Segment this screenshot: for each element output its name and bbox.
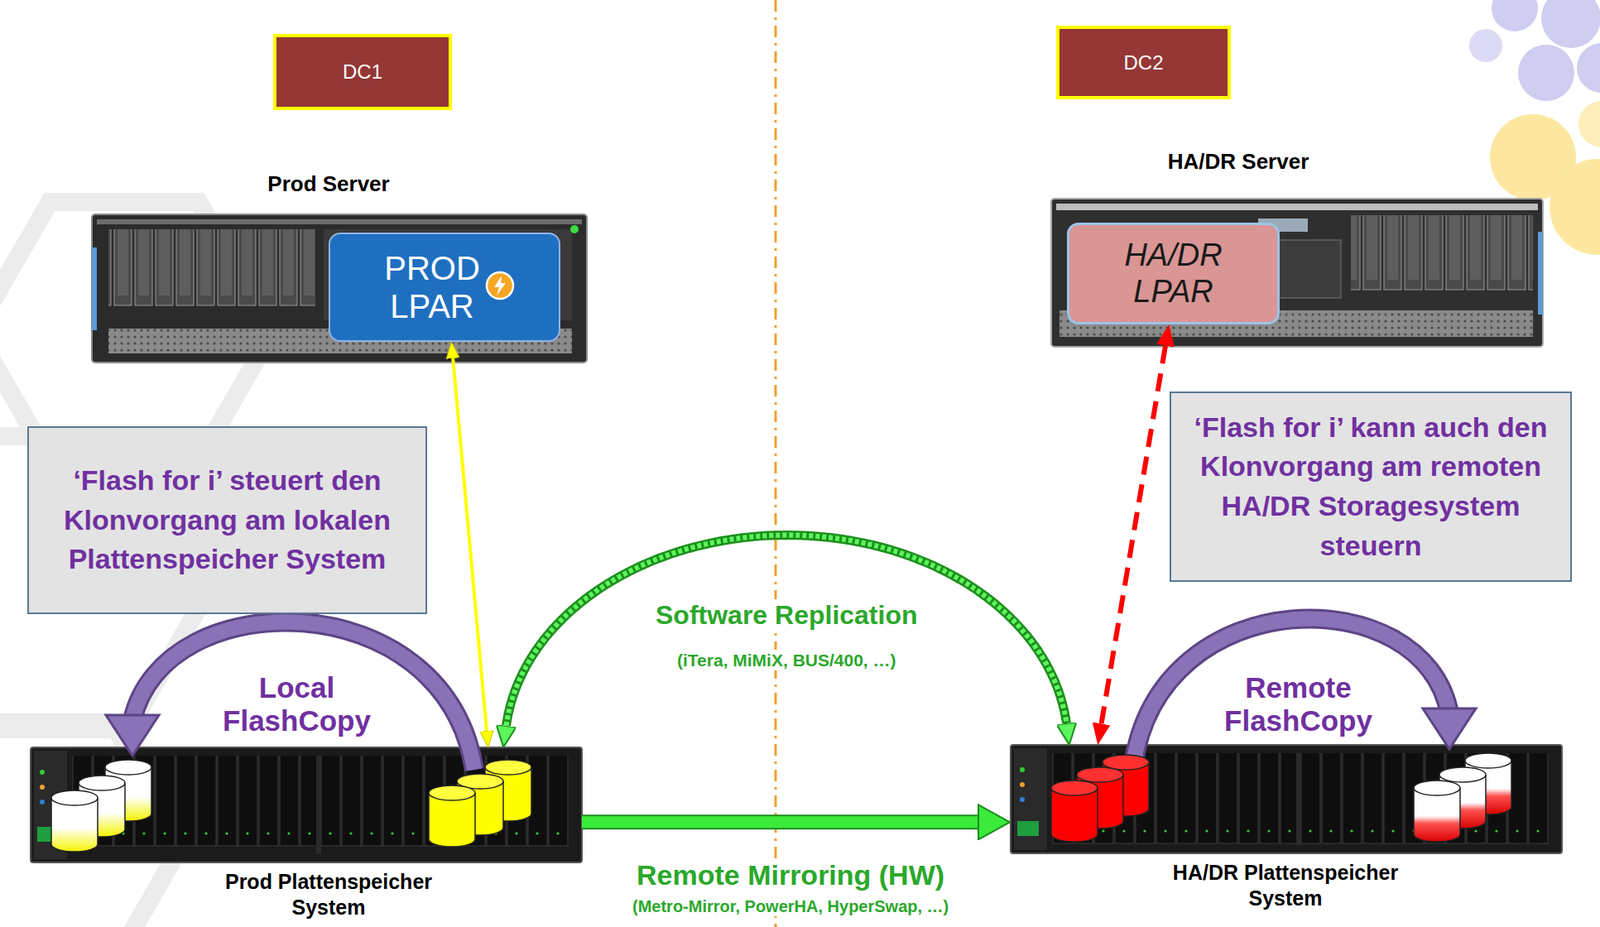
node-heading: Prod Plattenspeicher System [187,869,470,922]
node-heading: HA/DR Server [1167,148,1310,175]
node-text: DC2 [1123,51,1163,75]
arrow-outline [132,621,475,770]
disk [1413,780,1461,842]
node-heading: HA/DR Plattenspeicher System [1144,860,1427,913]
lpar-icon [485,270,515,301]
disk [51,790,98,852]
node-text: ‘Flash for i’ kann auch den Klonvorgang … [1184,408,1557,566]
server-box: HA/DR ServerHA/DR LPAR [1051,198,1543,347]
deco-circle [1576,43,1600,93]
storage-hadr [1010,744,1562,854]
storage-chassis [1010,744,1562,854]
software-replication-arc [506,535,1067,727]
status-led [39,784,45,790]
server-trim [1056,203,1538,211]
disk [1051,780,1098,842]
disks-hadr-copy [1413,753,1512,842]
storage-box: HA/DR Plattenspeicher System [1010,744,1562,854]
deco-circle [1541,0,1600,49]
edge-label: Software Replication [650,599,923,631]
disks-prod [428,759,532,847]
disks-prod-copy [51,759,152,852]
node-text: ‘Flash for i’ steuert den Klonvorgang am… [42,461,413,580]
callout-box: ‘Flash for i’ steuert den Klonvorgang am… [27,426,428,615]
status-led [1019,782,1025,788]
node-heading: Prod Server [267,171,390,197]
storage-prod [30,747,582,863]
storage-panel [1013,748,1048,851]
deco-circle [1518,44,1575,101]
flashcopy-label: Local FlashCopy [206,671,387,739]
lpar-box: HA/DR LPAR [1066,222,1280,325]
local-flashcopy-arrow [105,621,475,770]
status-led [1019,767,1025,773]
callout-box: ‘Flash for i’ kann auch den Klonvorgang … [1169,391,1572,582]
yellow-link [452,358,487,731]
product-list: (iTera, MiMiX, BUS/400, …) [672,649,902,671]
arrow-body [132,621,475,770]
server-chassis [1051,198,1543,347]
arrow-body [1133,618,1450,766]
status-display [1017,821,1039,837]
red-dashed-link [1101,345,1166,725]
enclosure-divider [1296,753,1302,846]
node-text: HA/DR LPAR [1085,237,1262,310]
deco-circle [1578,100,1600,148]
connector-outline [581,814,978,830]
icon-circle [486,272,514,299]
server-handle [1537,231,1543,315]
edge-label: Remote Mirroring (HW) [631,858,950,893]
product-list: (Metro-Mirror, PowerHA, HyperSwap, …) [627,896,954,917]
power-server-hadr [1051,198,1543,347]
site-box: DC1 [273,33,452,111]
connector-group [1101,345,1166,725]
server-bays [108,229,316,321]
connector-outline [506,535,1067,727]
arrow-head [105,715,159,756]
remote-flashcopy-arrow [1133,618,1476,766]
disk-slots [72,755,569,855]
server-handle [91,247,97,331]
disk-slots [1052,753,1549,846]
connector-group [452,358,487,731]
status-led [39,799,45,805]
remote-mirroring-arrow [581,816,978,828]
deco-circle [1469,28,1503,63]
node-text: DC1 [342,60,383,84]
storage-chassis [30,747,582,863]
site-box: DC2 [1056,25,1231,100]
server-trim [96,219,582,225]
disks-hadr [1051,754,1149,842]
status-led [1019,797,1025,803]
icon-bolt [494,275,506,296]
enclosure-divider [316,755,322,855]
site-divider [774,0,778,927]
power-led [570,225,579,234]
connector-group [506,535,1067,727]
storage-box: Prod Plattenspeicher System [30,747,582,863]
node-text: PROD LPAR [365,249,499,326]
status-led [39,769,45,775]
connectors [452,345,1166,823]
server-bays [1350,215,1533,298]
flashcopy-label: Remote FlashCopy [1208,671,1389,739]
server-chassis [91,214,587,363]
arrow-head [1422,708,1476,750]
deco-circle [1491,0,1538,32]
disk [428,785,476,847]
connector-group [581,821,978,823]
power-server-prod [91,214,587,363]
deco-circle [1549,158,1600,255]
arrow-outline [1133,618,1450,766]
lpar-box: PROD LPAR [328,232,561,342]
